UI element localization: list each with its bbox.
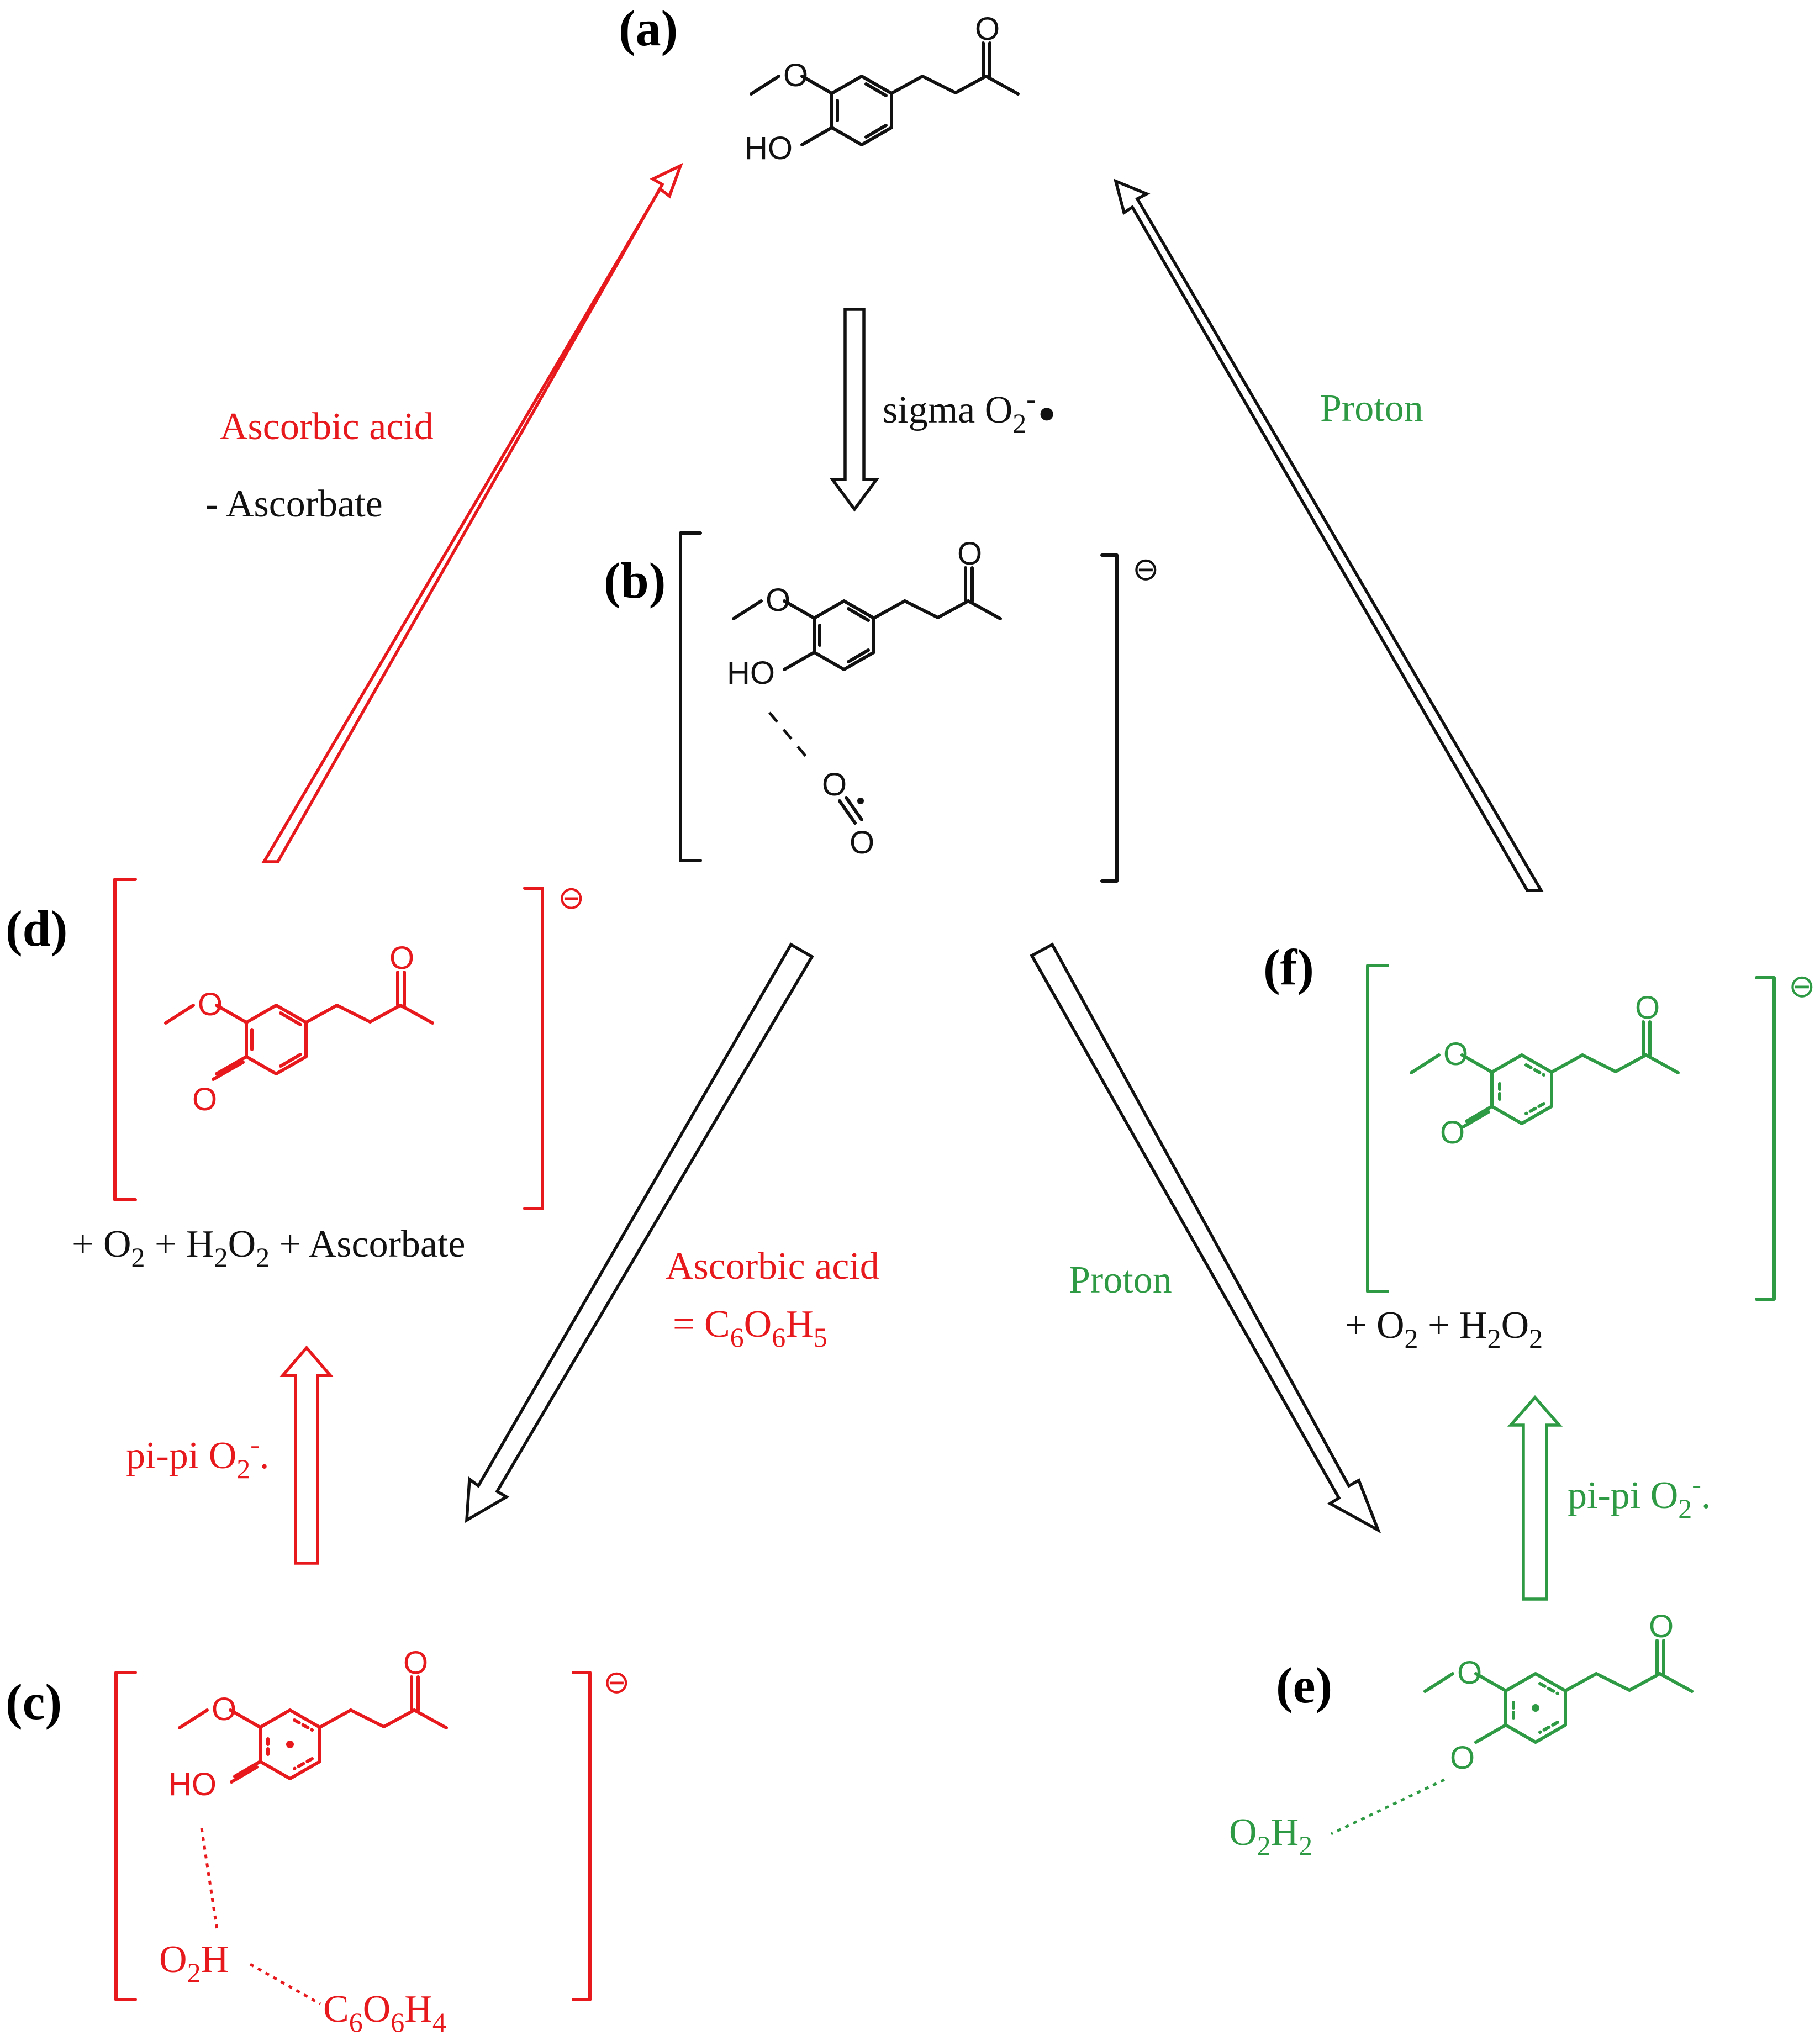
- hbond-e: [1330, 1778, 1446, 1836]
- atom-o-methoxy-a: O: [783, 57, 808, 93]
- atom-o-ketone-d: O: [389, 940, 414, 976]
- hbond-c-1: [200, 1828, 219, 1931]
- charge-d: ⊖: [558, 880, 585, 916]
- brackets-c: [114, 1671, 592, 2001]
- label-minus-ascorbate: - Ascorbate: [205, 483, 383, 525]
- atom-o-superoxide-2: O: [850, 825, 874, 861]
- brackets-f: [1366, 964, 1776, 1301]
- arrow-b-to-e: [1030, 942, 1381, 1534]
- arrow-d-to-a: [261, 162, 683, 863]
- panel-label-e: (e): [1276, 1657, 1332, 1713]
- arrow-c-to-d: [279, 1345, 334, 1565]
- label-sigma-o2: sigma O2-●: [883, 383, 1056, 439]
- molecule-f: O O O: [1410, 990, 1680, 1151]
- radical-dot-c: [286, 1741, 294, 1748]
- arrow-b-to-c: [465, 942, 814, 1523]
- label-ascorbic-formula: = C6O6H5: [673, 1303, 827, 1353]
- arrow-a-to-b: [829, 308, 880, 512]
- hbond-b: [768, 711, 812, 763]
- label-ascorbic-acid-center: Ascorbic acid: [666, 1245, 879, 1288]
- panel-label-d: (d): [6, 900, 67, 957]
- label-proton-top-right: Proton: [1320, 387, 1423, 430]
- radical-dot-b: [857, 798, 864, 804]
- brackets-d: [113, 878, 544, 1210]
- molecule-e: O O O: [1330, 1608, 1694, 1836]
- panel-label-c: (c): [6, 1674, 62, 1730]
- panel-label-f: (f): [1263, 939, 1314, 995]
- label-pipi-right: pi-pi O2-.: [1568, 1469, 1711, 1524]
- atom-o-methoxy-c: O: [212, 1691, 236, 1727]
- label-o2h: O2H: [159, 1938, 229, 1988]
- atom-o-ketone-c: O: [403, 1645, 428, 1681]
- atom-o-quinone-f: O: [1440, 1115, 1465, 1151]
- atom-ho-b: HO: [727, 655, 775, 691]
- label-o2h2: O2H2: [1229, 1811, 1312, 1861]
- atom-o-ketone-e: O: [1649, 1608, 1674, 1644]
- panel-label-b: (b): [604, 552, 666, 609]
- panel-label-a: (a): [619, 0, 678, 56]
- molecule-c: O O HO: [168, 1645, 448, 2006]
- atom-o-phenoxide-e: O: [1450, 1740, 1475, 1776]
- charge-c: ⊖: [603, 1664, 630, 1700]
- atom-o-superoxide-1: O: [822, 767, 847, 803]
- atom-ho-c: HO: [168, 1766, 217, 1802]
- arrow-e-to-f: [1507, 1395, 1563, 1601]
- arrow-f-to-a: [1113, 178, 1544, 892]
- label-proton-center: Proton: [1069, 1259, 1172, 1301]
- hbond-c-2: [249, 1963, 321, 2006]
- atom-o-ketone-a: O: [975, 11, 1000, 47]
- charge-f: ⊖: [1789, 968, 1816, 1004]
- products-d: + O2 + H2O2 + Ascorbate: [72, 1223, 466, 1273]
- label-ascorbic-acid-left: Ascorbic acid: [220, 405, 434, 448]
- atom-o-methoxy-e: O: [1457, 1655, 1482, 1691]
- radical-dot-e: [1532, 1704, 1539, 1712]
- atom-o-methoxy-f: O: [1443, 1036, 1468, 1072]
- atom-o-methoxy-d: O: [198, 987, 223, 1022]
- atom-o-methoxy-b: O: [766, 582, 790, 618]
- label-pipi-left: pi-pi O2-.: [126, 1429, 269, 1484]
- atom-ho-a: HO: [745, 130, 793, 166]
- molecule-b: O O HO O O: [727, 536, 1002, 861]
- atom-o-ketone-f: O: [1635, 990, 1660, 1026]
- atom-o-quinone-d: O: [192, 1082, 217, 1117]
- molecule-d: O O O: [164, 940, 434, 1117]
- label-c6o6h4: C6O6H4: [323, 1988, 446, 2038]
- charge-b: ⊖: [1132, 551, 1159, 587]
- brackets-b: [679, 531, 1119, 883]
- atom-o-ketone-b: O: [957, 536, 982, 572]
- molecule-a: O O HO: [745, 11, 1020, 166]
- products-f: + O2 + H2O2: [1345, 1304, 1543, 1354]
